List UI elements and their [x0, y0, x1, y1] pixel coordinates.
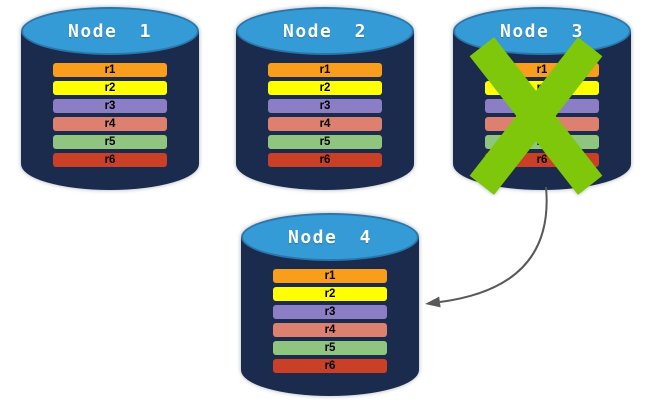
node-4-row-r5: r5 [273, 341, 387, 355]
node-1-cylinder-top: Node 1 [21, 7, 199, 55]
node-1-row-r1: r1 [53, 63, 167, 77]
node-2: Node 2 r1 r2 r3 r4 r5 r6 [236, 7, 414, 190]
node-1-row-r6: r6 [53, 153, 167, 167]
node-1-row-r5: r5 [53, 135, 167, 149]
node-2-row-r2: r2 [268, 81, 382, 95]
arrowhead-icon [425, 296, 441, 308]
node-1-label: Node 1 [67, 20, 153, 42]
node-4-rows: r1 r2 r3 r4 r5 r6 [273, 269, 387, 373]
node-3-label: Node 3 [499, 20, 585, 42]
node-2-label: Node 2 [282, 20, 368, 42]
node-4-row-r6: r6 [273, 359, 387, 373]
node-1: Node 1 r1 r2 r3 r4 r5 r6 [21, 7, 199, 190]
node-2-rows: r1 r2 r3 r4 r5 r6 [268, 63, 382, 167]
node-1-row-r4: r4 [53, 117, 167, 131]
failure-cross-icon [469, 37, 603, 195]
node-4-row-r4: r4 [273, 323, 387, 337]
node-2-row-r3: r3 [268, 99, 382, 113]
node-2-cylinder-top: Node 2 [236, 7, 414, 55]
node-2-row-r5: r5 [268, 135, 382, 149]
node-1-row-r3: r3 [53, 99, 167, 113]
node-4-row-r1: r1 [273, 269, 387, 283]
node-2-row-r1: r1 [268, 63, 382, 77]
node-1-row-r2: r2 [53, 81, 167, 95]
node-4: Node 4 r1 r2 r3 r4 r5 r6 [241, 213, 419, 396]
node-3-cylinder-top: Node 3 [453, 7, 631, 55]
node-4-row-r2: r2 [273, 287, 387, 301]
node-2-row-r4: r4 [268, 117, 382, 131]
node-2-row-r6: r6 [268, 153, 382, 167]
node-3: Node 3 r1 r2 r3 r4 r5 r6 [453, 7, 631, 195]
node-1-rows: r1 r2 r3 r4 r5 r6 [53, 63, 167, 167]
node-4-row-r3: r3 [273, 305, 387, 319]
node-4-cylinder-top: Node 4 [241, 213, 419, 261]
node-4-label: Node 4 [287, 226, 373, 248]
